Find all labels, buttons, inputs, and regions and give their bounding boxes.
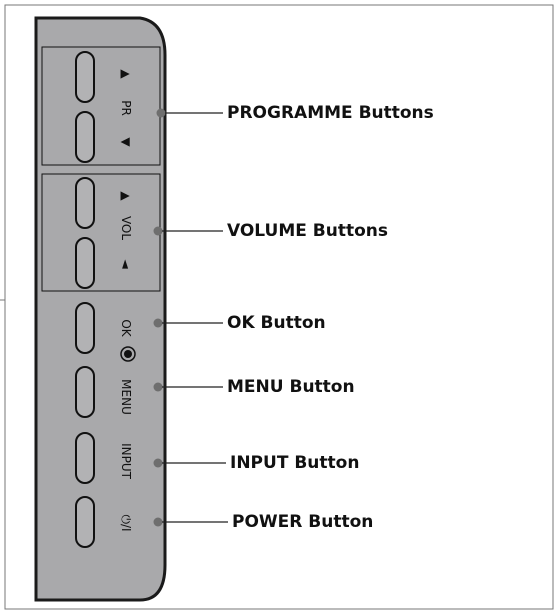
programme-down-arrow: ▼ [119, 137, 133, 147]
programme-up-button[interactable] [75, 51, 95, 103]
ok-label: OK [119, 319, 133, 337]
input-callout-label: INPUT Button [230, 453, 359, 473]
ok-callout-label: OK Button [227, 313, 326, 333]
programme-callout-dot [156, 108, 166, 118]
volume-callout-label: VOLUME Buttons [227, 221, 388, 241]
input-callout-dot [153, 458, 163, 468]
volume-callout-dot [153, 226, 163, 236]
programme-label: PR [119, 100, 133, 116]
ok-dot-icon [120, 346, 136, 362]
menu-label: MENU [119, 379, 133, 415]
power-callout-label: POWER Button [232, 512, 373, 532]
ok-dot-icon-center [124, 350, 132, 358]
programme-callout-label: PROGRAMME Buttons [227, 103, 434, 123]
power-callout-dot [153, 517, 163, 527]
menu-callout-label: MENU Button [227, 377, 355, 397]
volume-up-arrow: ▲ [119, 191, 133, 201]
power-button[interactable] [75, 496, 95, 548]
control-panel-body [34, 16, 167, 602]
volume-label: VOL [119, 216, 133, 240]
figure-frame [4, 4, 554, 610]
volume-down-arrow: ◄ [119, 259, 133, 269]
programme-down-button[interactable] [75, 111, 95, 163]
programme-group-box [41, 46, 161, 166]
volume-up-button[interactable] [75, 177, 95, 229]
input-button[interactable] [75, 432, 95, 484]
input-label: INPUT [119, 443, 133, 480]
power-label: ⏻/I [119, 514, 133, 531]
menu-button[interactable] [75, 366, 95, 418]
programme-up-arrow: ▲ [119, 69, 133, 79]
ok-callout-dot [153, 318, 163, 328]
menu-callout-dot [153, 382, 163, 392]
volume-down-button[interactable] [75, 237, 95, 289]
ok-button[interactable] [75, 302, 95, 354]
